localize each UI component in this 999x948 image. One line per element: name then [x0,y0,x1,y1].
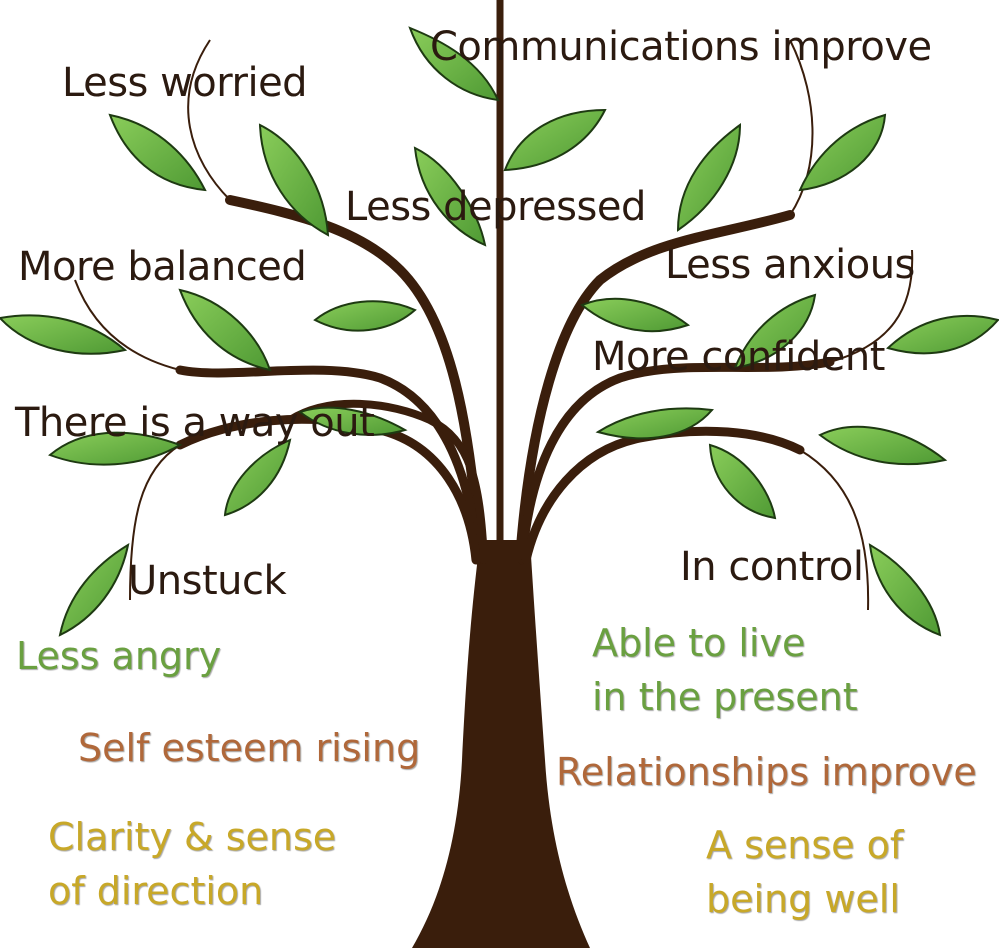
tree-tendrils [74,39,914,611]
leaf [297,406,408,436]
leaf [868,543,942,637]
leaf [178,288,272,372]
label-less-worried: Less worried [62,60,308,106]
label-line-2: of direction [48,869,264,913]
label-self-esteem-rising: Self esteem rising [78,726,421,770]
label-in-control: In control [680,544,864,590]
leaf [58,542,130,637]
label-line-2: being well [706,877,900,921]
label-line-1: Clarity & sense [48,815,337,859]
leaf [413,146,487,247]
leaf [223,438,292,517]
label-line-1: Able to live [592,621,806,665]
label-clarity-sense-of-direction: Clarity & sense of direction [48,810,336,918]
leaf [886,314,999,355]
leaf [676,123,742,232]
label-less-anxious: Less anxious [665,242,915,288]
label-line-2: in the present [592,675,858,719]
leaf [708,443,777,520]
leaf [48,431,183,466]
leaf [733,293,817,370]
leaf [798,113,887,192]
leaf [595,407,714,440]
leaves [0,26,999,637]
label-more-confident: More confident [592,334,885,380]
label-less-depressed: Less depressed [345,184,646,230]
leaf [313,300,417,332]
label-sense-of-being-well: A sense of being well [706,818,903,926]
label-more-balanced: More balanced [18,244,307,290]
label-unstuck: Unstuck [128,558,287,604]
tree-trunk [412,540,590,948]
leaf [258,123,330,237]
label-communications-improve: Communications improve [430,24,932,70]
label-relationships-improve: Relationships improve [556,750,977,794]
label-less-angry: Less angry [16,634,222,678]
leaf [818,425,948,466]
label-able-to-live-in-present: Able to live in the present [592,616,858,724]
leaf [503,108,607,172]
leaf [408,26,500,102]
label-line-1: A sense of [706,823,904,867]
leaf [0,314,128,355]
leaf [580,297,691,333]
leaf [108,113,207,192]
label-there-is-a-way-out: There is a way out [15,400,375,446]
